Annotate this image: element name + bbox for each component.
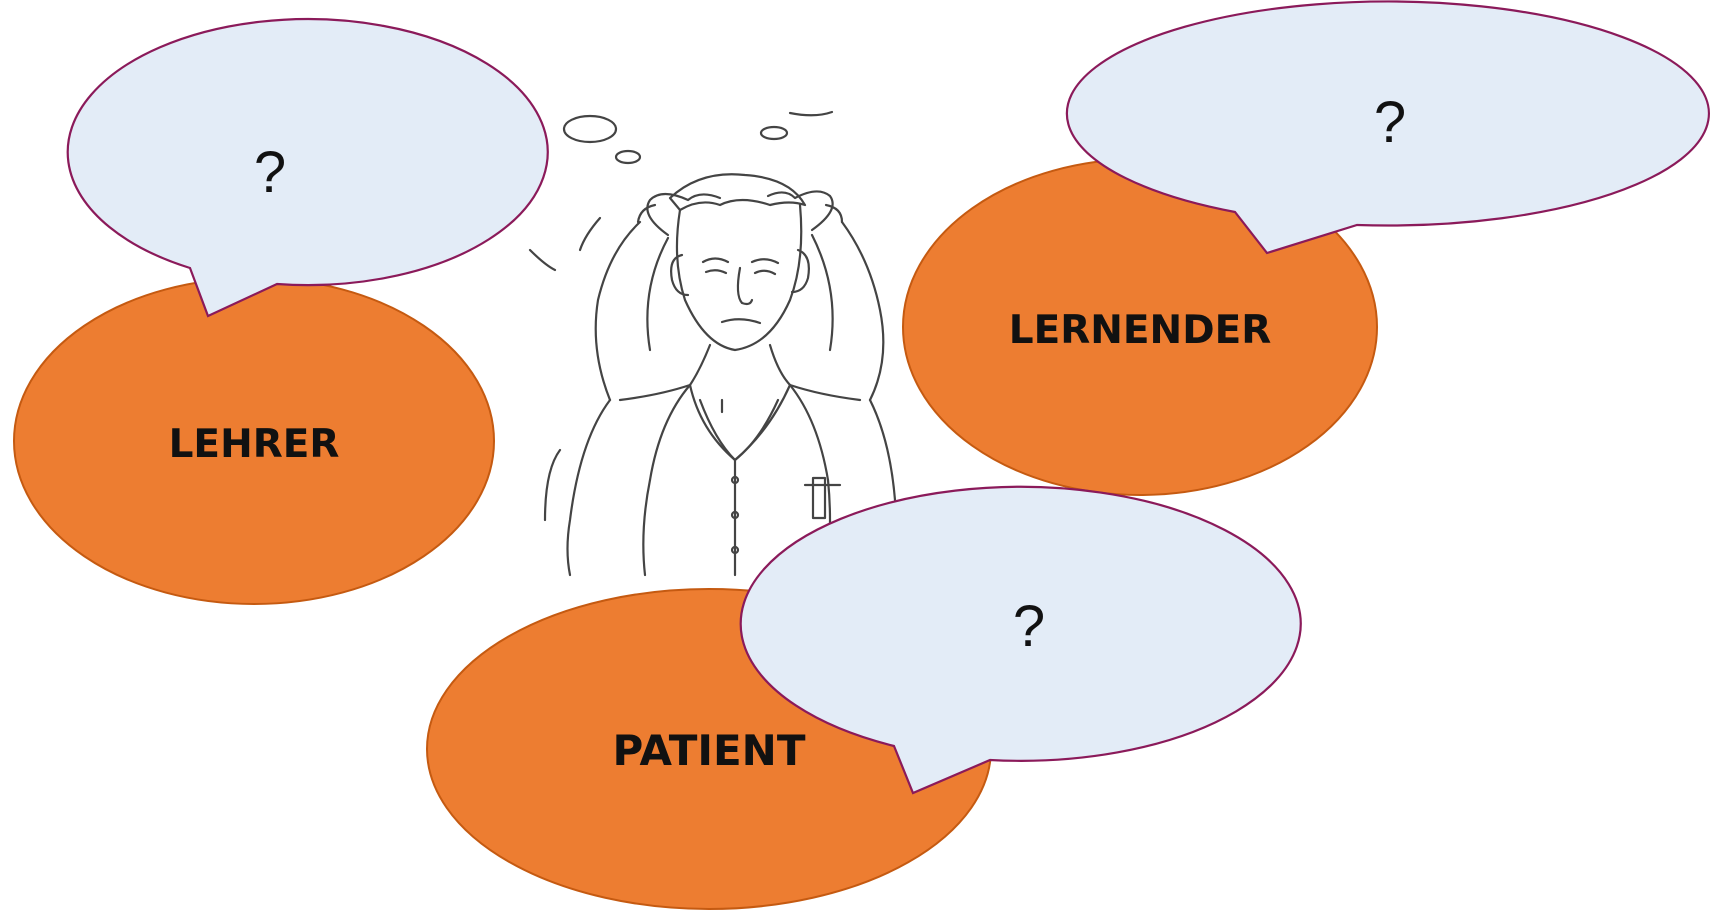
speech-bubble-teacher-text: ? xyxy=(254,140,286,205)
speech-bubble-patient-shape xyxy=(739,485,1302,795)
speech-bubble-teacher-shape xyxy=(66,17,549,318)
confused-man-scratching-head-icon xyxy=(528,110,897,577)
role-learner-label: LERNENDER xyxy=(1009,308,1272,353)
role-teacher-label: LEHRER xyxy=(169,422,340,467)
speech-bubble-learner-shape xyxy=(1065,0,1710,255)
role-patient-label: PATIENT xyxy=(613,726,806,775)
speech-bubble-patient-text: ? xyxy=(1013,594,1045,659)
speech-bubble-learner-text: ? xyxy=(1374,90,1406,155)
speech-bubble-patient: ? xyxy=(739,485,1302,795)
speech-bubble-teacher: ? xyxy=(66,17,549,318)
role-teacher: LEHRER xyxy=(13,277,495,605)
speech-bubble-learner: ? xyxy=(1065,0,1710,255)
